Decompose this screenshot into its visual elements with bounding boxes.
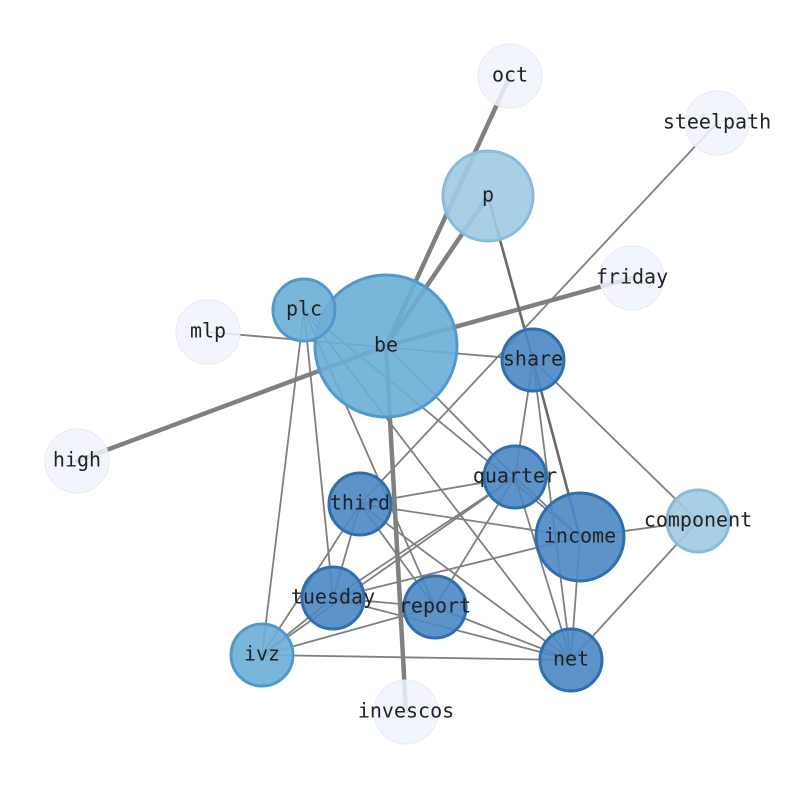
node-p: p <box>441 149 535 243</box>
node-oct: oct <box>477 43 543 109</box>
node-income: income <box>534 491 626 583</box>
node-circle <box>538 627 604 693</box>
node-circle <box>44 428 110 494</box>
node-circle <box>665 488 731 554</box>
node-circle <box>327 471 393 537</box>
node-label: p <box>482 183 494 207</box>
node-mlp: mlp <box>175 299 241 365</box>
node-label: ivz <box>244 642 280 666</box>
node-circle <box>300 565 366 631</box>
node-label: tuesday <box>291 585 375 609</box>
node-label: quarter <box>473 464 557 488</box>
node-circle <box>482 444 548 510</box>
edge-plc-ivz <box>261 309 305 656</box>
edge-quarter-ivz <box>261 476 516 656</box>
node-net: net <box>538 627 604 693</box>
edge-ivz-net <box>261 654 572 661</box>
node-label: share <box>503 347 563 371</box>
node-ivz: ivz <box>229 622 295 688</box>
node-label: oct <box>492 63 528 87</box>
node-third: third <box>327 471 393 537</box>
node-circle <box>477 43 543 109</box>
node-label: net <box>553 647 589 671</box>
node-layer: be p oct steelpath friday mlp plc share high quar… <box>44 43 771 745</box>
edge-steelpath-third <box>359 122 718 505</box>
node-quarter: quarter <box>473 444 557 510</box>
node-be: be <box>313 273 459 419</box>
node-label: friday <box>596 265 668 289</box>
node-share: share <box>500 327 566 393</box>
edge-share-component <box>532 359 699 522</box>
edge-third-net <box>359 503 572 661</box>
node-circle <box>175 299 241 365</box>
node-invescos: invescos <box>358 679 454 745</box>
node-friday: friday <box>596 245 668 311</box>
node-steelpath: steelpath <box>663 90 771 156</box>
node-high: high <box>44 428 110 494</box>
node-component: component <box>644 488 752 554</box>
node-circle <box>313 273 459 419</box>
edge-plc-tuesday <box>303 309 334 599</box>
node-circle <box>402 574 468 640</box>
node-label: component <box>644 508 752 532</box>
node-circle <box>599 245 665 311</box>
node-report: report <box>399 574 471 640</box>
node-circle <box>534 491 626 583</box>
node-label: steelpath <box>663 110 771 134</box>
node-label: be <box>374 333 398 357</box>
node-tuesday: tuesday <box>291 565 375 631</box>
node-label: mlp <box>190 319 226 343</box>
node-label: plc <box>286 297 322 321</box>
edge-quarter-tuesday <box>332 476 516 599</box>
node-label: report <box>399 594 471 618</box>
node-label: invescos <box>358 699 454 723</box>
node-label: high <box>53 448 101 472</box>
node-circle <box>229 622 295 688</box>
node-circle <box>441 149 535 243</box>
node-label: income <box>544 524 616 548</box>
node-circle <box>271 277 337 343</box>
node-circle <box>684 90 750 156</box>
node-label: third <box>330 491 390 515</box>
node-circle <box>500 327 566 393</box>
node-plc: plc <box>271 277 337 343</box>
node-circle <box>373 679 439 745</box>
